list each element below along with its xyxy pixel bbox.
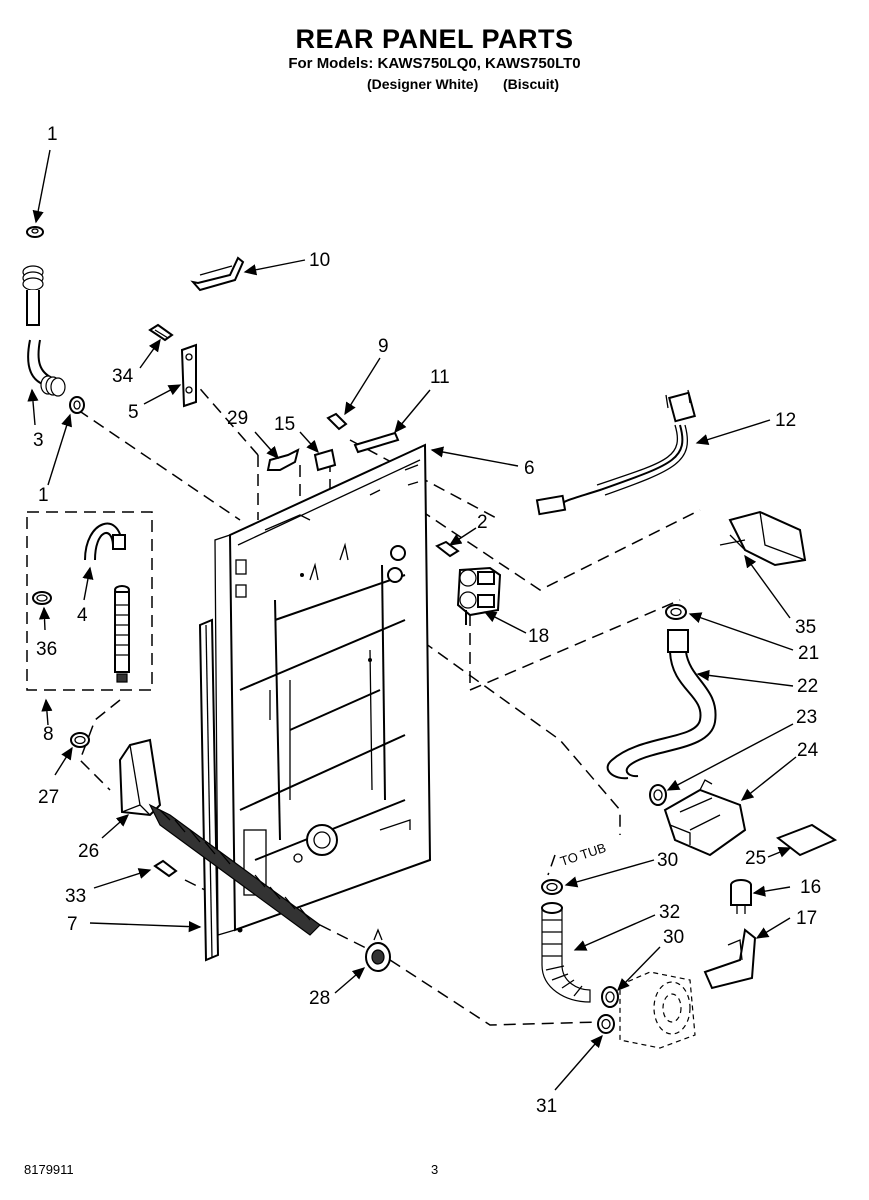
wire-harness-12 — [535, 389, 696, 516]
callout-22: 22 — [797, 676, 818, 697]
callout-25: 25 — [745, 848, 766, 869]
screw-2 — [435, 540, 460, 558]
callout-3: 3 — [33, 430, 44, 451]
water-valve-18 — [456, 566, 502, 625]
callout-36: 36 — [36, 639, 57, 660]
callout-1-lower: 1 — [38, 485, 49, 506]
screw-33 — [153, 859, 178, 878]
to-tub-label: TO TUB — [558, 840, 608, 869]
washer-1-top — [26, 226, 44, 238]
callout-6: 6 — [524, 458, 535, 479]
callout-15: 15 — [274, 414, 295, 435]
hose-clamp-30-upper — [541, 879, 563, 895]
page-title: REAR PANEL PARTS — [295, 24, 574, 54]
hose-clamp-30-lower — [601, 986, 619, 1008]
kit-box-8 — [26, 511, 153, 691]
drain-hose — [148, 803, 321, 936]
callout-32: 32 — [659, 902, 680, 923]
label-25 — [775, 823, 838, 857]
hose-clamp-23 — [649, 784, 667, 806]
hose-clamp-5 — [180, 343, 197, 408]
callout-30-upper: 30 — [657, 850, 678, 871]
callout-17: 17 — [796, 908, 817, 929]
callout-5: 5 — [128, 402, 139, 423]
capacitor-16 — [730, 879, 752, 914]
callout-21: 21 — [798, 643, 819, 664]
callout-10: 10 — [309, 250, 330, 271]
callout-8: 8 — [43, 724, 54, 745]
callout-16: 16 — [800, 877, 821, 898]
variant-biscuit: (Biscuit) — [503, 76, 559, 92]
models-line: For Models: KAWS750LQ0, KAWS750LT0 — [288, 55, 581, 72]
callout-28: 28 — [309, 988, 330, 1009]
clamp-36 — [32, 591, 52, 605]
pump-phantom — [619, 971, 696, 1049]
callout-4: 4 — [77, 605, 88, 626]
page-number: 3 — [431, 1162, 439, 1177]
bracket-17 — [703, 928, 757, 990]
hose-clamp-21 — [665, 604, 687, 620]
hose-clamp-28 — [365, 928, 391, 972]
callout-7: 7 — [67, 914, 78, 935]
callout-1-top: 1 — [47, 124, 58, 145]
callout-33: 33 — [65, 886, 86, 907]
callout-31: 31 — [536, 1096, 557, 1117]
bracket-35 — [719, 510, 807, 567]
callout-leaders — [27, 149, 797, 1091]
rear-panel-6 — [214, 443, 432, 936]
document-number: 8179911 — [24, 1162, 74, 1177]
clip-15 — [313, 448, 337, 472]
callout-12: 12 — [775, 410, 796, 431]
inlet-hose-3 — [22, 265, 66, 397]
washer-1-lower — [69, 396, 85, 414]
callout-23: 23 — [796, 707, 817, 728]
callout-29: 29 — [227, 408, 248, 429]
strip-11 — [353, 431, 400, 454]
callout-24: 24 — [797, 740, 819, 761]
fill-hose-22 — [606, 629, 717, 780]
clip-29 — [266, 448, 300, 471]
callout-labels: 1 10 34 5 9 11 3 1 29 15 6 12 2 4 36 18 … — [33, 124, 821, 1117]
hose-clamp-31 — [597, 1014, 615, 1034]
side-trim-7 — [198, 618, 220, 962]
variant-designer-white: (Designer White) — [367, 76, 479, 92]
callout-27: 27 — [38, 787, 59, 808]
callout-9: 9 — [378, 336, 389, 357]
callout-30-lower: 30 — [663, 927, 684, 948]
hose-clamp-27 — [70, 732, 90, 748]
callout-35: 35 — [795, 617, 816, 638]
callout-34: 34 — [112, 366, 134, 387]
inlet-tube-4 — [84, 522, 130, 683]
callout-2: 2 — [477, 512, 488, 533]
screw-9 — [326, 412, 348, 431]
hose-bracket-24 — [663, 779, 747, 857]
callout-18: 18 — [528, 626, 549, 647]
drain-hose-32 — [541, 902, 591, 1003]
shield-26 — [118, 738, 162, 817]
callout-26: 26 — [78, 841, 99, 862]
screw-34 — [148, 323, 174, 342]
callout-11: 11 — [430, 367, 450, 388]
bracket-10 — [190, 256, 245, 292]
